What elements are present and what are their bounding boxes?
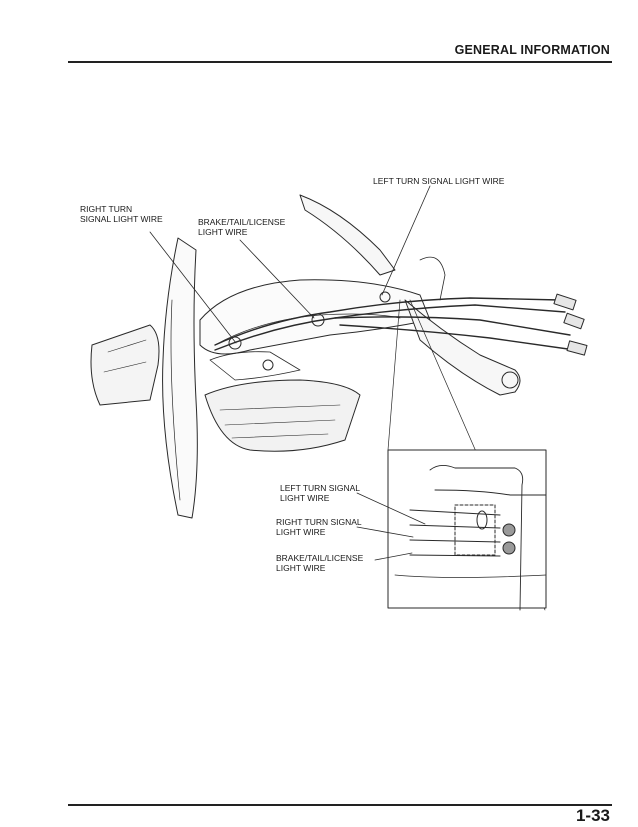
inset-label-brake-tail-license-wire: BRAKE/TAIL/LICENSE LIGHT WIRE <box>276 553 363 573</box>
fender-flap <box>162 237 198 519</box>
footer-rule <box>68 804 612 806</box>
label-brake-tail-license-wire: BRAKE/TAIL/LICENSE LIGHT WIRE <box>198 217 285 237</box>
label-line: LIGHT WIRE <box>276 563 326 573</box>
section-title: GENERAL INFORMATION <box>454 43 610 57</box>
wire-clamp-center <box>311 313 325 327</box>
upper-bracket <box>299 194 396 276</box>
tail-lamp <box>204 379 361 452</box>
inset-label-left-turn-signal-wire: LEFT TURN SIGNAL LIGHT WIRE <box>280 483 360 503</box>
wire-clamp-right <box>379 291 391 303</box>
header-rule <box>68 61 612 63</box>
connector-2 <box>563 312 585 330</box>
wire-harness <box>214 297 561 346</box>
connector-3 <box>566 340 588 356</box>
label-line: LIGHT WIRE <box>276 527 326 537</box>
label-line: LEFT TURN SIGNAL <box>280 483 360 493</box>
detail-inset-frame <box>387 449 547 609</box>
page-number: 1-33 <box>575 806 610 825</box>
label-line: RIGHT TURN SIGNAL <box>276 517 362 527</box>
leader-brake <box>239 239 315 319</box>
inset-label-right-turn-signal-wire: RIGHT TURN SIGNAL LIGHT WIRE <box>276 517 362 537</box>
label-line: RIGHT TURN <box>80 204 133 214</box>
label-line: BRAKE/TAIL/LICENSE <box>276 553 364 563</box>
connector-1 <box>553 293 577 311</box>
label-left-turn-signal-wire: LEFT TURN SIGNAL LIGHT WIRE <box>373 176 505 186</box>
label-line: LIGHT WIRE <box>280 493 330 503</box>
leader-left-turn <box>381 185 431 296</box>
label-line: SIGNAL LIGHT WIRE <box>80 214 163 224</box>
leader-right-turn <box>149 231 237 344</box>
label-line: LIGHT WIRE <box>198 227 248 237</box>
label-line: BRAKE/TAIL/LICENSE <box>198 217 286 227</box>
detail-inset-drawing <box>394 465 547 611</box>
side-rail <box>404 299 521 396</box>
right-turn-signal-lens <box>90 324 160 406</box>
wire-clamp-left <box>228 336 242 350</box>
label-right-turn-signal-wire: RIGHT TURN SIGNAL LIGHT WIRE <box>80 204 163 224</box>
